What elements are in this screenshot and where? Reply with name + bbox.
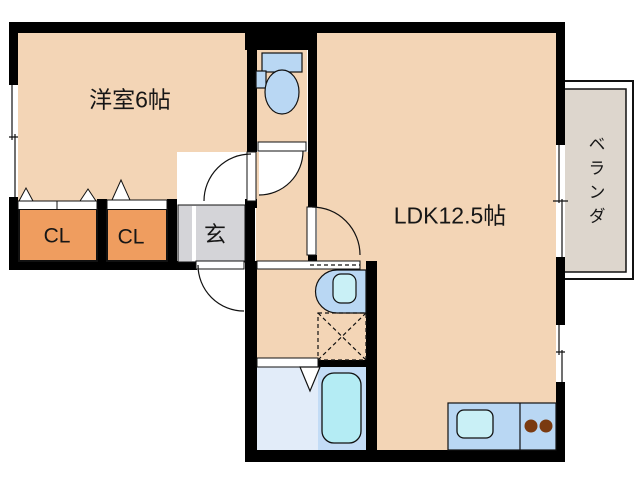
- veranda-area: [557, 80, 634, 280]
- wall-segment: [308, 255, 317, 263]
- wall-segment: [556, 382, 565, 462]
- kitchen-sink-icon: [456, 409, 494, 439]
- washing-machine-pan-icon: [317, 312, 367, 361]
- stove-burners-icon: [524, 419, 553, 433]
- sliding-window-icon: [9, 85, 18, 197]
- toilet-bowl: [264, 69, 300, 115]
- ldk-door-arc: [311, 206, 361, 256]
- veranda-floor: [563, 88, 627, 273]
- wall-segment: [97, 199, 107, 262]
- windows: [9, 85, 568, 382]
- yoshitsu-door-swing: [204, 154, 251, 201]
- wall-segment: [556, 257, 565, 325]
- wall-segment: [556, 22, 565, 145]
- wall-segment: [245, 199, 257, 208]
- wall-segment: [9, 261, 197, 270]
- yoshitsu-door-panel: [246, 151, 257, 202]
- toilet-handle: [255, 70, 267, 89]
- genkan-floor: [177, 204, 246, 263]
- wall-segment: [167, 199, 177, 262]
- washbasin-bowl: [332, 273, 357, 304]
- kitchen-counter: [447, 402, 557, 451]
- toilet-door-arc: [258, 150, 304, 196]
- toilet-icon: [255, 52, 303, 115]
- genkan-step: [192, 206, 196, 261]
- doors: [195, 141, 361, 393]
- folding-closet-door-icon: [17, 178, 168, 210]
- bathtub-icon: [321, 372, 362, 444]
- storage-and-entry: [17, 178, 246, 263]
- yoshitsu-door-arc: [203, 153, 252, 202]
- room-label-genkan: 玄: [203, 222, 227, 247]
- room-label-yoshitsu: 洋室6帖: [89, 86, 171, 113]
- entry-door-arc: [197, 264, 245, 312]
- wall-segment: [308, 33, 317, 207]
- toilet-door-swing: [259, 151, 303, 195]
- bath-sliding-door: [256, 357, 319, 368]
- wall-segment: [318, 356, 366, 367]
- bath-door-fold-icon: [299, 366, 321, 393]
- entry-door-panel: [195, 260, 245, 270]
- wall-segment: [9, 197, 18, 270]
- wall-segment: [245, 261, 257, 462]
- room-label-veranda: ベランダ: [585, 135, 605, 231]
- toilet-tank: [261, 52, 303, 73]
- wall-segment: [366, 261, 377, 462]
- room-label-closet1: CL: [43, 224, 71, 248]
- wall-segment: [244, 208, 255, 262]
- walls: [9, 22, 565, 462]
- room-label-ldk: LDK12.5帖: [393, 202, 507, 229]
- wall-segment: [247, 33, 257, 152]
- room-label-closet2: CL: [117, 225, 145, 249]
- toilet-door-panel: [257, 141, 307, 152]
- wall-segment: [9, 22, 18, 85]
- washroom: [257, 269, 367, 450]
- veranda-sliding-door-icon: [553, 145, 568, 257]
- sliding-window-icon: [556, 325, 565, 382]
- washroom-sliding-door: [256, 260, 361, 270]
- wall-segment: [245, 450, 565, 462]
- closet1-box: [18, 208, 98, 262]
- ldk-door-panel: [306, 206, 317, 256]
